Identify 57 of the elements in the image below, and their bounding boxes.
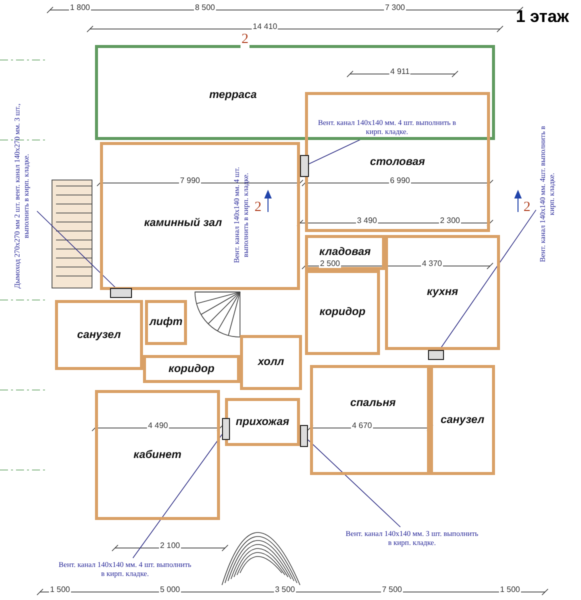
room-outline [305,235,385,270]
leader-line [36,210,116,288]
room-name: столовая [370,154,425,170]
room-name: коридор [320,305,366,320]
terrace-outline [95,45,495,140]
room-outline [305,92,490,232]
room-name: лифт [149,315,183,330]
dimension-label: 2 500 [318,259,342,268]
room-outline [95,390,220,520]
dimension-label: 6 990 [388,176,412,185]
dimension-label: 2 300 [438,216,462,225]
room-name: терраса [209,88,257,103]
room-outline [305,270,380,355]
leader-line [308,439,401,528]
room-outline [143,355,240,383]
room-outline [430,365,495,475]
dimension-label: 4 490 [146,421,170,430]
dimension-label: 2 100 [158,541,182,550]
vent-block [428,350,444,360]
room-outline [240,335,302,390]
title: 1 этаж [516,6,569,28]
room-name: холл [258,355,284,370]
room-outline [100,142,300,290]
dimension-label: 4 370 [420,259,444,268]
room-outline [385,235,500,350]
section-mark: 2 [240,32,250,48]
dimension-label: 8 500 [194,3,216,12]
room-name: прихожая [236,414,290,430]
room-name: кабинет [134,448,182,463]
dimension-label: 7 500 [380,585,404,594]
dimension-label: 14 410 [252,22,278,31]
vent-block [300,425,308,447]
room-name: каминный зал [144,216,222,231]
leader-line [132,434,222,558]
vent-block [110,288,132,298]
room-name: санузел [440,412,484,428]
dimension-label: 5 000 [158,585,182,594]
vent-block [300,155,309,177]
section-mark: 2 [522,200,532,216]
room-name: спальня [350,396,396,411]
dimension-label: 3 500 [274,585,296,594]
room-outline [310,365,430,475]
room-name: кладовая [319,245,371,260]
room-name: коридор [168,362,214,377]
room-outline [145,300,187,345]
dimension-label: 4 911 [389,67,411,76]
dimension-label: 1 800 [68,3,92,12]
room-name: кухня [426,285,458,300]
vent-block [222,418,230,440]
dimension-label: 1 500 [498,585,522,594]
dimension-label: 7 300 [384,3,406,12]
dimension-label: 3 490 [356,216,378,225]
dimension-label: 1 500 [48,585,72,594]
dimension-label: 4 670 [350,421,374,430]
room-outline [55,300,143,370]
room-name: санузел [77,328,121,343]
dimension-label: 7 990 [178,176,202,185]
